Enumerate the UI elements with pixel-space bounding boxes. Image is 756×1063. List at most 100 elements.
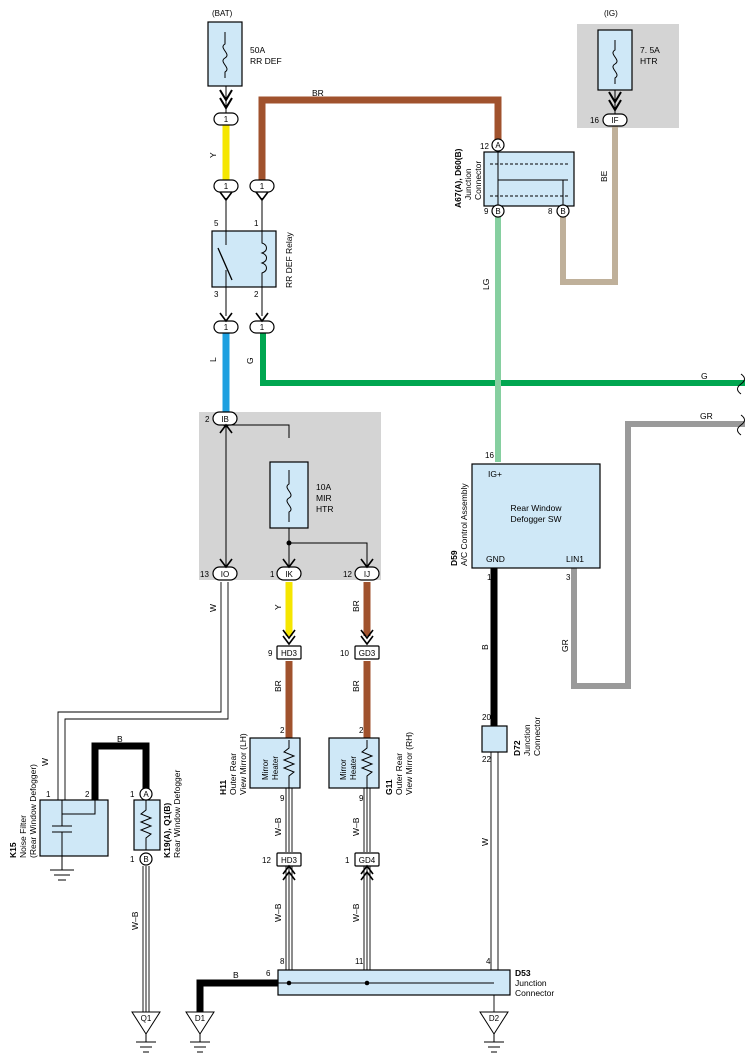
wire-br-top xyxy=(258,96,502,185)
d59-gnd: GND xyxy=(486,554,505,564)
wire-label-w-io: W xyxy=(208,604,218,612)
jc-a67-name2: Connector xyxy=(473,161,483,200)
pin-number: 9 xyxy=(484,207,489,216)
d72-name1: Junction xyxy=(522,724,532,756)
pin-number: 1 xyxy=(487,573,492,582)
g11-heater2: Heater xyxy=(349,756,358,780)
pin-number: 5 xyxy=(214,219,219,228)
fuse-rrdef-name: RR DEF xyxy=(250,56,282,66)
ground-d1 xyxy=(185,1011,215,1053)
h11-code: H11 xyxy=(218,780,228,795)
k15-noise-filter xyxy=(39,799,109,881)
white-wires xyxy=(57,582,499,1012)
wire-label-b-k15: B xyxy=(117,734,123,744)
fuse-mir xyxy=(269,461,309,529)
d72-name2: Connector xyxy=(532,717,542,756)
h11-name2: View Mirror (LH) xyxy=(238,733,248,795)
pin-number: 3 xyxy=(566,573,571,582)
k15-name2: (Rear Window Defogger) xyxy=(28,764,38,858)
wire-label-w-k15: W xyxy=(40,758,50,766)
pin-number: 13 xyxy=(200,570,209,579)
pin-number: 1 xyxy=(270,570,275,579)
wire-label-br-ij: BR xyxy=(351,600,361,612)
fuse-mir-name2: HTR xyxy=(316,504,333,514)
d53-junction-connector xyxy=(277,969,511,996)
wire-be xyxy=(560,124,618,285)
d59-code: D59 xyxy=(449,550,459,566)
conn-ik: IK xyxy=(285,570,293,579)
pin-number: 16 xyxy=(485,451,494,460)
fuse-rrdef-amp: 50A xyxy=(250,45,265,55)
d59-ac-control xyxy=(471,463,601,569)
wire-label-y: Y xyxy=(208,152,218,158)
wire-label-wb-hd3: W–B xyxy=(273,903,283,922)
h11-heater1: Mirror xyxy=(261,759,270,780)
conn-gd3: GD3 xyxy=(359,649,376,658)
pin-number: 12 xyxy=(480,142,489,151)
relay-label: RR DEF Relay xyxy=(284,232,294,288)
pin-number: 1 xyxy=(130,855,135,864)
conn-ib: IB xyxy=(221,415,229,424)
wire-break-gr xyxy=(737,414,745,436)
conn-gd4: GD4 xyxy=(359,856,376,865)
pin-number: 9 xyxy=(280,794,285,803)
ground-label-q1: Q1 xyxy=(141,1014,152,1023)
pin-number: 2 xyxy=(280,726,285,735)
k15-code: K15 xyxy=(8,842,18,858)
wire-label-gr: GR xyxy=(560,639,570,652)
wire-label-wb-h11: W–B xyxy=(273,817,283,836)
pin-number: 2 xyxy=(85,790,90,799)
conn-if: IF xyxy=(611,116,618,125)
wire-break-g xyxy=(737,373,745,395)
pin-number: 20 xyxy=(482,713,491,722)
d53-code: D53 xyxy=(515,968,531,978)
pin-number: 16 xyxy=(590,116,599,125)
d53-name2: Connector xyxy=(515,988,554,998)
pin-number: 22 xyxy=(482,755,491,764)
wire-label-gr-right: GR xyxy=(700,411,713,421)
junction-connector-a67 xyxy=(483,151,575,207)
ground-d2 xyxy=(479,1011,509,1053)
k19-name: Rear Window Defogger xyxy=(172,769,182,858)
wire-b-d1 xyxy=(196,979,278,1012)
pin-number: 9 xyxy=(268,649,273,658)
g11-name1: Outer Rear xyxy=(394,753,404,795)
conn-1-a: 1 xyxy=(224,115,229,124)
wire-label-b-gnd: B xyxy=(480,644,490,650)
k19-rear-window-defogger xyxy=(133,799,161,851)
conn-b-8: B xyxy=(560,207,565,216)
connector-chevrons xyxy=(219,191,374,881)
pin-number: 4 xyxy=(486,957,491,966)
pin-number: 12 xyxy=(343,570,352,579)
conn-b-k19: B xyxy=(143,855,148,864)
wire-label-br-h11: BR xyxy=(273,680,283,692)
wire-label-l: L xyxy=(208,357,218,362)
wire-label-y-mid: Y xyxy=(273,604,283,610)
pin-number: 2 xyxy=(254,290,259,299)
pin-number: 9 xyxy=(359,794,364,803)
bat-label: (BAT) xyxy=(212,9,233,18)
conn-io: IO xyxy=(221,570,229,579)
d59-lin: LIN1 xyxy=(566,554,584,564)
wire-label-br: BR xyxy=(312,88,324,98)
pin-number: 10 xyxy=(340,649,349,658)
ground-q1 xyxy=(131,1011,161,1053)
rrdef-relay xyxy=(211,230,277,288)
wire-b-k15 xyxy=(91,742,150,800)
wire-label-g-right: G xyxy=(701,371,708,381)
d53-name1: Junction xyxy=(515,978,547,988)
fuse-mir-name1: MIR xyxy=(316,493,332,503)
wire-label-w-d72: W xyxy=(480,838,490,846)
pin-number: 1 xyxy=(46,790,51,799)
pin-number: 2 xyxy=(205,415,210,424)
fuse-htr-amp: 7. 5A xyxy=(640,45,660,55)
pin-number: 3 xyxy=(214,290,219,299)
pin-number: 8 xyxy=(280,957,285,966)
h11-name1: Outer Rear xyxy=(228,753,238,795)
conn-a-top: A xyxy=(495,141,501,150)
conn-hd3-bot: HD3 xyxy=(281,856,298,865)
pin-number: 2 xyxy=(359,726,364,735)
conn-ij: IJ xyxy=(364,570,370,579)
pin-number: 11 xyxy=(355,957,364,966)
